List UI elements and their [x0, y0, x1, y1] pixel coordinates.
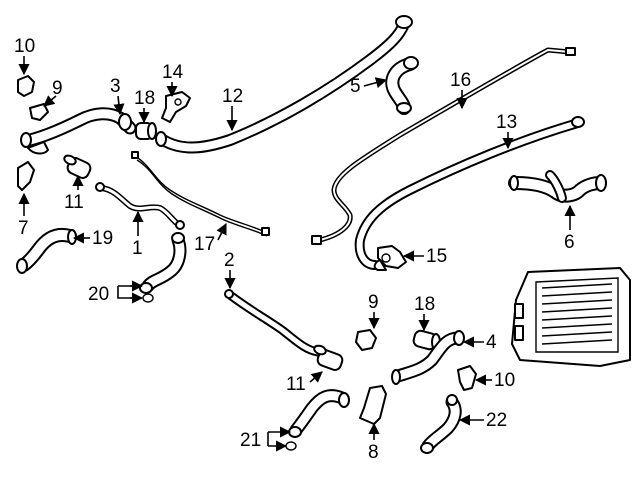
callout-7-label: 7 [18, 218, 29, 239]
callout-2-label: 2 [224, 250, 235, 271]
part-8-bracket [359, 385, 387, 425]
callout-1-label: 1 [132, 238, 143, 259]
callout-19-label: 19 [92, 228, 113, 249]
callout-13-label: 13 [496, 112, 517, 133]
part-5-hose [385, 56, 419, 115]
part-21-hose [285, 389, 350, 451]
part-16-line [311, 47, 576, 245]
part-9-clip-lower [355, 329, 377, 351]
callout-3-label: 3 [110, 76, 121, 97]
callout-4-label: 4 [486, 332, 497, 353]
part-7-bracket [17, 161, 35, 191]
part-14-bracket [161, 91, 191, 123]
part-6-hose [508, 170, 607, 203]
part-9-clip [29, 103, 49, 121]
radiator [511, 267, 631, 367]
callout-8-label: 8 [368, 442, 379, 463]
part-17-line [131, 151, 270, 237]
callout-9-lower-label: 9 [368, 292, 379, 313]
callout-5-label: 5 [350, 76, 361, 97]
callout-14-label: 14 [162, 62, 184, 83]
callout-21-label: 21 [240, 430, 261, 451]
callout-18-label: 18 [134, 88, 155, 109]
callout-18-lower-label: 18 [414, 294, 435, 315]
callout-22-label: 22 [486, 410, 507, 431]
callout-6-label: 6 [564, 232, 575, 253]
callout-11-label: 11 [64, 192, 84, 213]
callout-17-label: 17 [194, 234, 215, 255]
callout-15-label: 15 [426, 246, 447, 267]
callout-10-label: 10 [14, 36, 35, 57]
part-15-bracket [373, 245, 407, 271]
part-22-hose [420, 394, 462, 454]
callout-11-lower-label: 11 [286, 374, 306, 395]
callout-9-label: 9 [52, 78, 63, 99]
callout-20-label: 20 [88, 284, 109, 305]
part-11-coupling-lower [313, 344, 344, 371]
part-1-pipe [95, 182, 185, 230]
part-19-hose [16, 228, 77, 274]
part-18-clamp-lower [412, 329, 441, 351]
callout-12-label: 12 [222, 86, 243, 107]
part-10-bracket-lower [457, 365, 477, 391]
part-10-bracket [17, 75, 35, 97]
part-11-coupling [63, 154, 92, 179]
callout-10-lower-label: 10 [494, 370, 515, 391]
callout-16-label: 16 [450, 70, 471, 91]
part-18-clamp [135, 122, 157, 140]
part-4-hose [391, 330, 465, 385]
part-3-hose [20, 107, 137, 155]
part-2-pipe [224, 289, 323, 357]
part-12-pipe [155, 15, 413, 154]
part-20-hose [139, 232, 187, 303]
